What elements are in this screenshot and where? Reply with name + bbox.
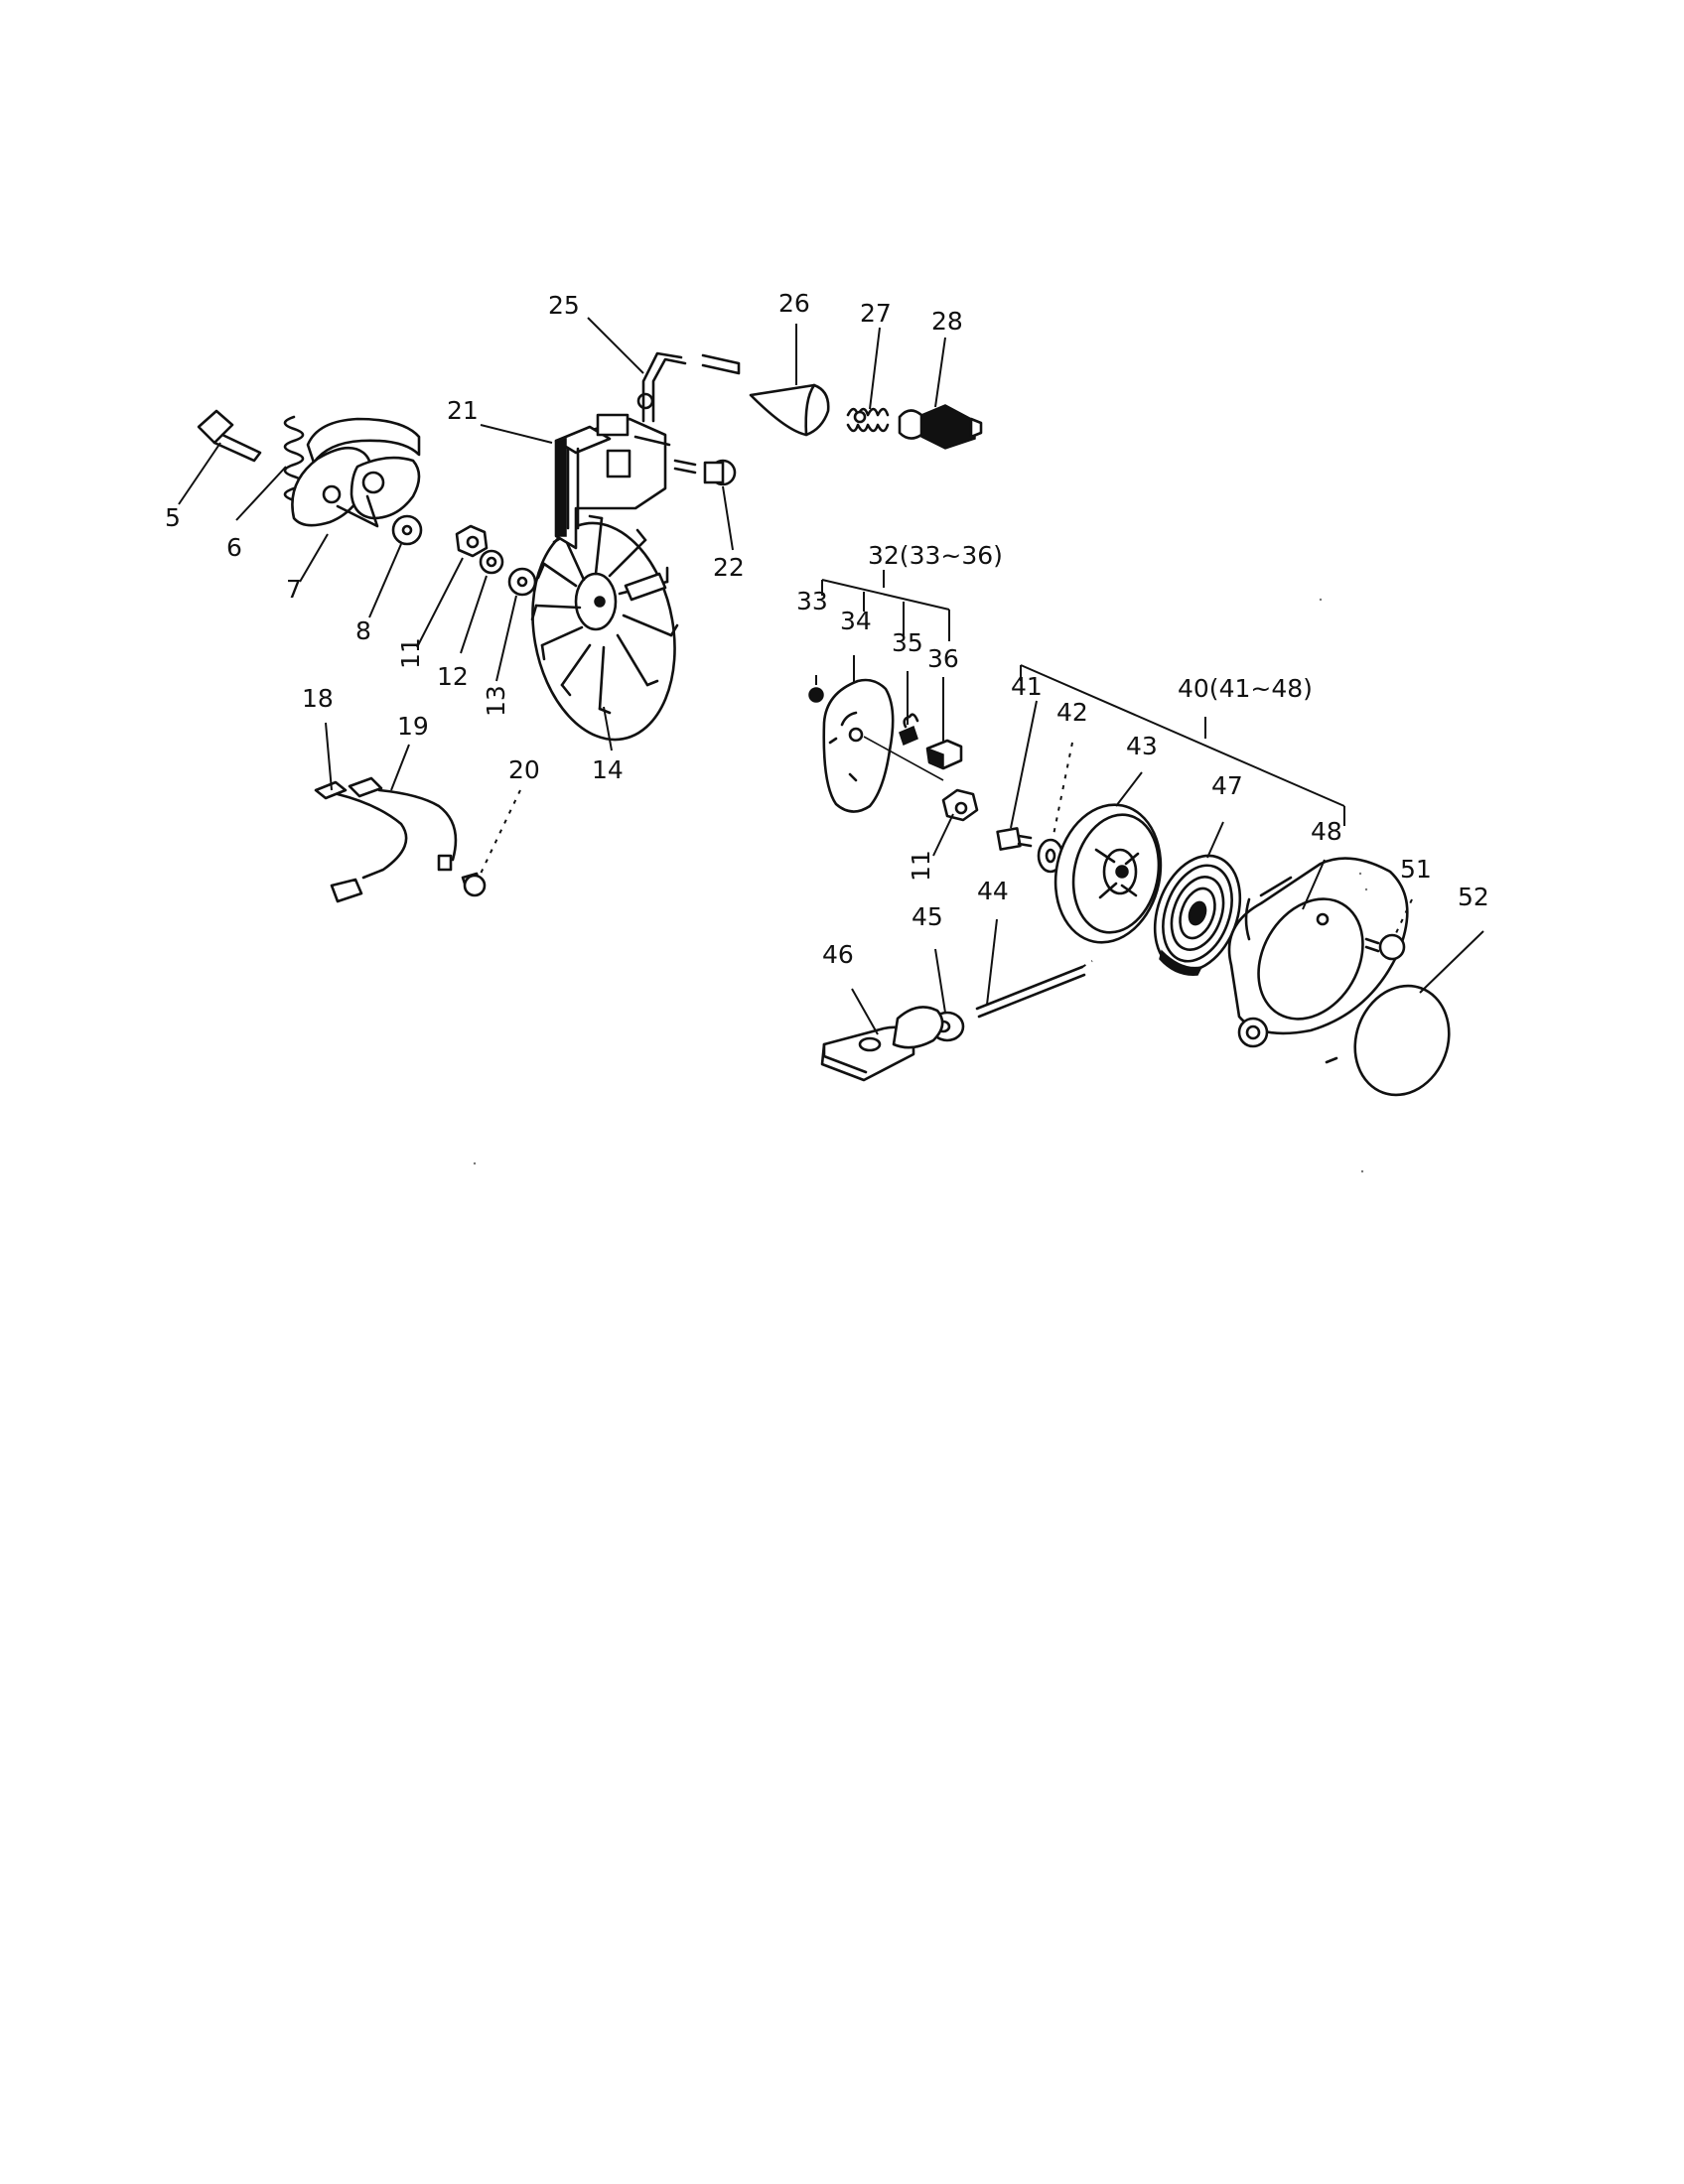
part-8-washer [391,514,423,546]
callout-35: 35 [892,628,923,657]
callout-labels: 5 6 7 8 11 12 13 14 18 19 20 21 22 25 26… [165,289,1489,969]
part-36-pawl [925,739,963,770]
callout-18: 18 [302,684,334,713]
callout-32: 32(33~36) [868,541,1003,570]
bracket-32 [815,570,950,743]
part-33-circlip [808,687,824,703]
part-44-rope [975,960,1093,1019]
part-20-screw [461,872,487,897]
callout-52: 52 [1458,883,1489,911]
callout-48: 48 [1311,817,1342,846]
part-21-ignition-coil [554,413,671,550]
callout-26: 26 [778,289,810,318]
part-25-lead [636,351,741,423]
callout-27: 27 [860,299,892,328]
part-51-screw [1364,933,1406,961]
scan-specks [473,598,1368,1173]
part-5-bolt [197,409,262,463]
part-35-spring [899,713,919,747]
callout-51: 51 [1400,855,1432,884]
part-6-spring [283,415,305,514]
part-28-terminal [898,404,983,450]
callout-19: 19 [397,712,429,741]
callout-41: 41 [1011,672,1043,701]
callout-5: 5 [165,503,181,532]
leader-lines [178,317,1484,1035]
callout-14: 14 [592,755,624,784]
part-48-starter-case [1227,857,1409,1064]
part-11-nut [455,524,489,558]
part-41-screw [996,827,1033,851]
part-34-pawl-plate [822,678,895,813]
callout-13: 13 [482,685,510,717]
part-43-pulley [1053,803,1163,944]
callout-36: 36 [927,644,959,673]
part-47-spring [1153,854,1242,976]
callout-44: 44 [977,877,1009,905]
callout-6: 6 [226,533,242,562]
callout-43: 43 [1126,732,1158,760]
callout-20: 20 [508,755,540,784]
callout-42: 42 [1056,698,1088,727]
callout-47: 47 [1211,771,1243,800]
part-14-flywheel [530,514,679,742]
part-52-cover [1353,984,1451,1097]
callout-22: 22 [713,553,745,582]
part-12-lockwasher [479,549,504,575]
callout-25: 25 [548,291,580,320]
callout-34: 34 [840,607,872,635]
callout-21: 21 [447,396,479,425]
callout-40: 40(41~48) [1178,674,1313,703]
callout-33: 33 [796,587,828,615]
bracket-40 [1020,664,1345,826]
part-27-spring [846,407,890,433]
part-18-wire [314,780,408,903]
part-26-plug-boot [749,383,830,437]
part-22-screw [673,459,737,486]
part-13-washer [507,567,537,597]
part-7-clutch [291,417,421,528]
callout-12: 12 [437,662,469,691]
callout-45: 45 [912,902,943,931]
callout-7: 7 [286,575,302,604]
part-46-handle [820,1006,944,1082]
callout-11a: 11 [396,637,425,669]
part-11-nut-b [941,788,979,822]
part-19-wire [348,776,458,872]
callout-8: 8 [355,616,371,645]
callout-11b: 11 [907,850,935,882]
callout-28: 28 [931,307,963,336]
callout-46: 46 [822,940,854,969]
